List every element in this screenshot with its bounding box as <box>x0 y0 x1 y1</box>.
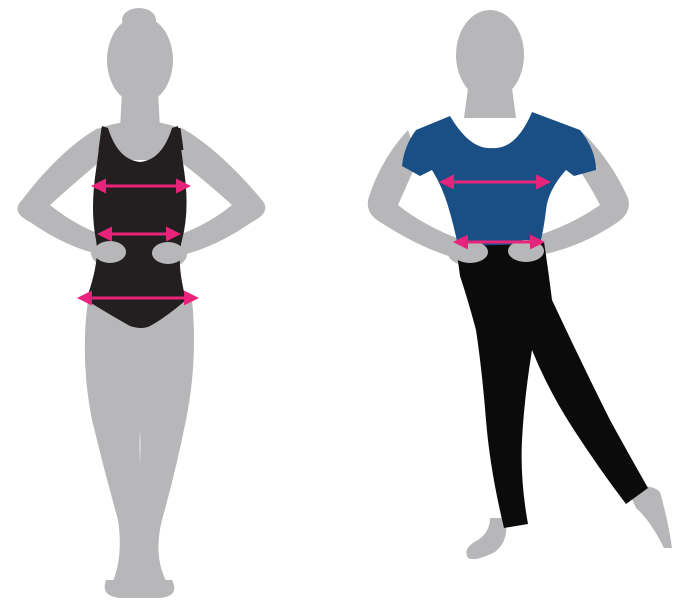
female-hand-right <box>152 242 184 264</box>
female-dancer <box>18 8 266 598</box>
male-dancer <box>368 10 672 559</box>
female-hand-left <box>94 241 126 263</box>
male-hand-left <box>452 241 488 263</box>
tights <box>456 242 648 528</box>
